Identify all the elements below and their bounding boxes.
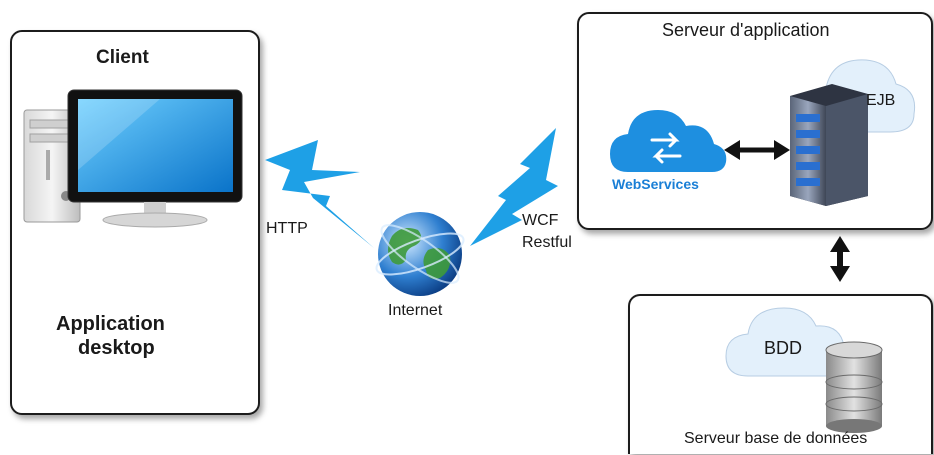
http-lightning-icon bbox=[265, 140, 374, 248]
client-caption-line2: desktop bbox=[78, 337, 155, 359]
db-server-title: Serveur base de données bbox=[684, 430, 868, 447]
client-caption-line1: Application bbox=[56, 313, 165, 335]
server-database-arrow bbox=[830, 236, 850, 282]
desktop-computer-icon bbox=[23, 89, 243, 228]
webservices-server-arrow bbox=[724, 140, 790, 160]
bdd-label: BDD bbox=[764, 338, 803, 358]
app-server-title: Serveur d'application bbox=[662, 20, 830, 40]
database-icon bbox=[825, 341, 883, 433]
http-label: HTTP bbox=[266, 220, 308, 237]
server-rack-icon bbox=[790, 84, 868, 206]
client-title: Client bbox=[96, 47, 149, 68]
webservices-label: WebServices bbox=[612, 176, 699, 192]
ejb-label: EJB bbox=[866, 92, 896, 109]
wcf-label: WCF bbox=[522, 212, 559, 229]
restful-label: Restful bbox=[522, 234, 572, 251]
internet-globe-icon bbox=[375, 212, 465, 296]
wcf-lightning-icon bbox=[470, 128, 558, 246]
webservices-cloud-icon bbox=[610, 110, 727, 172]
internet-label: Internet bbox=[388, 302, 443, 319]
